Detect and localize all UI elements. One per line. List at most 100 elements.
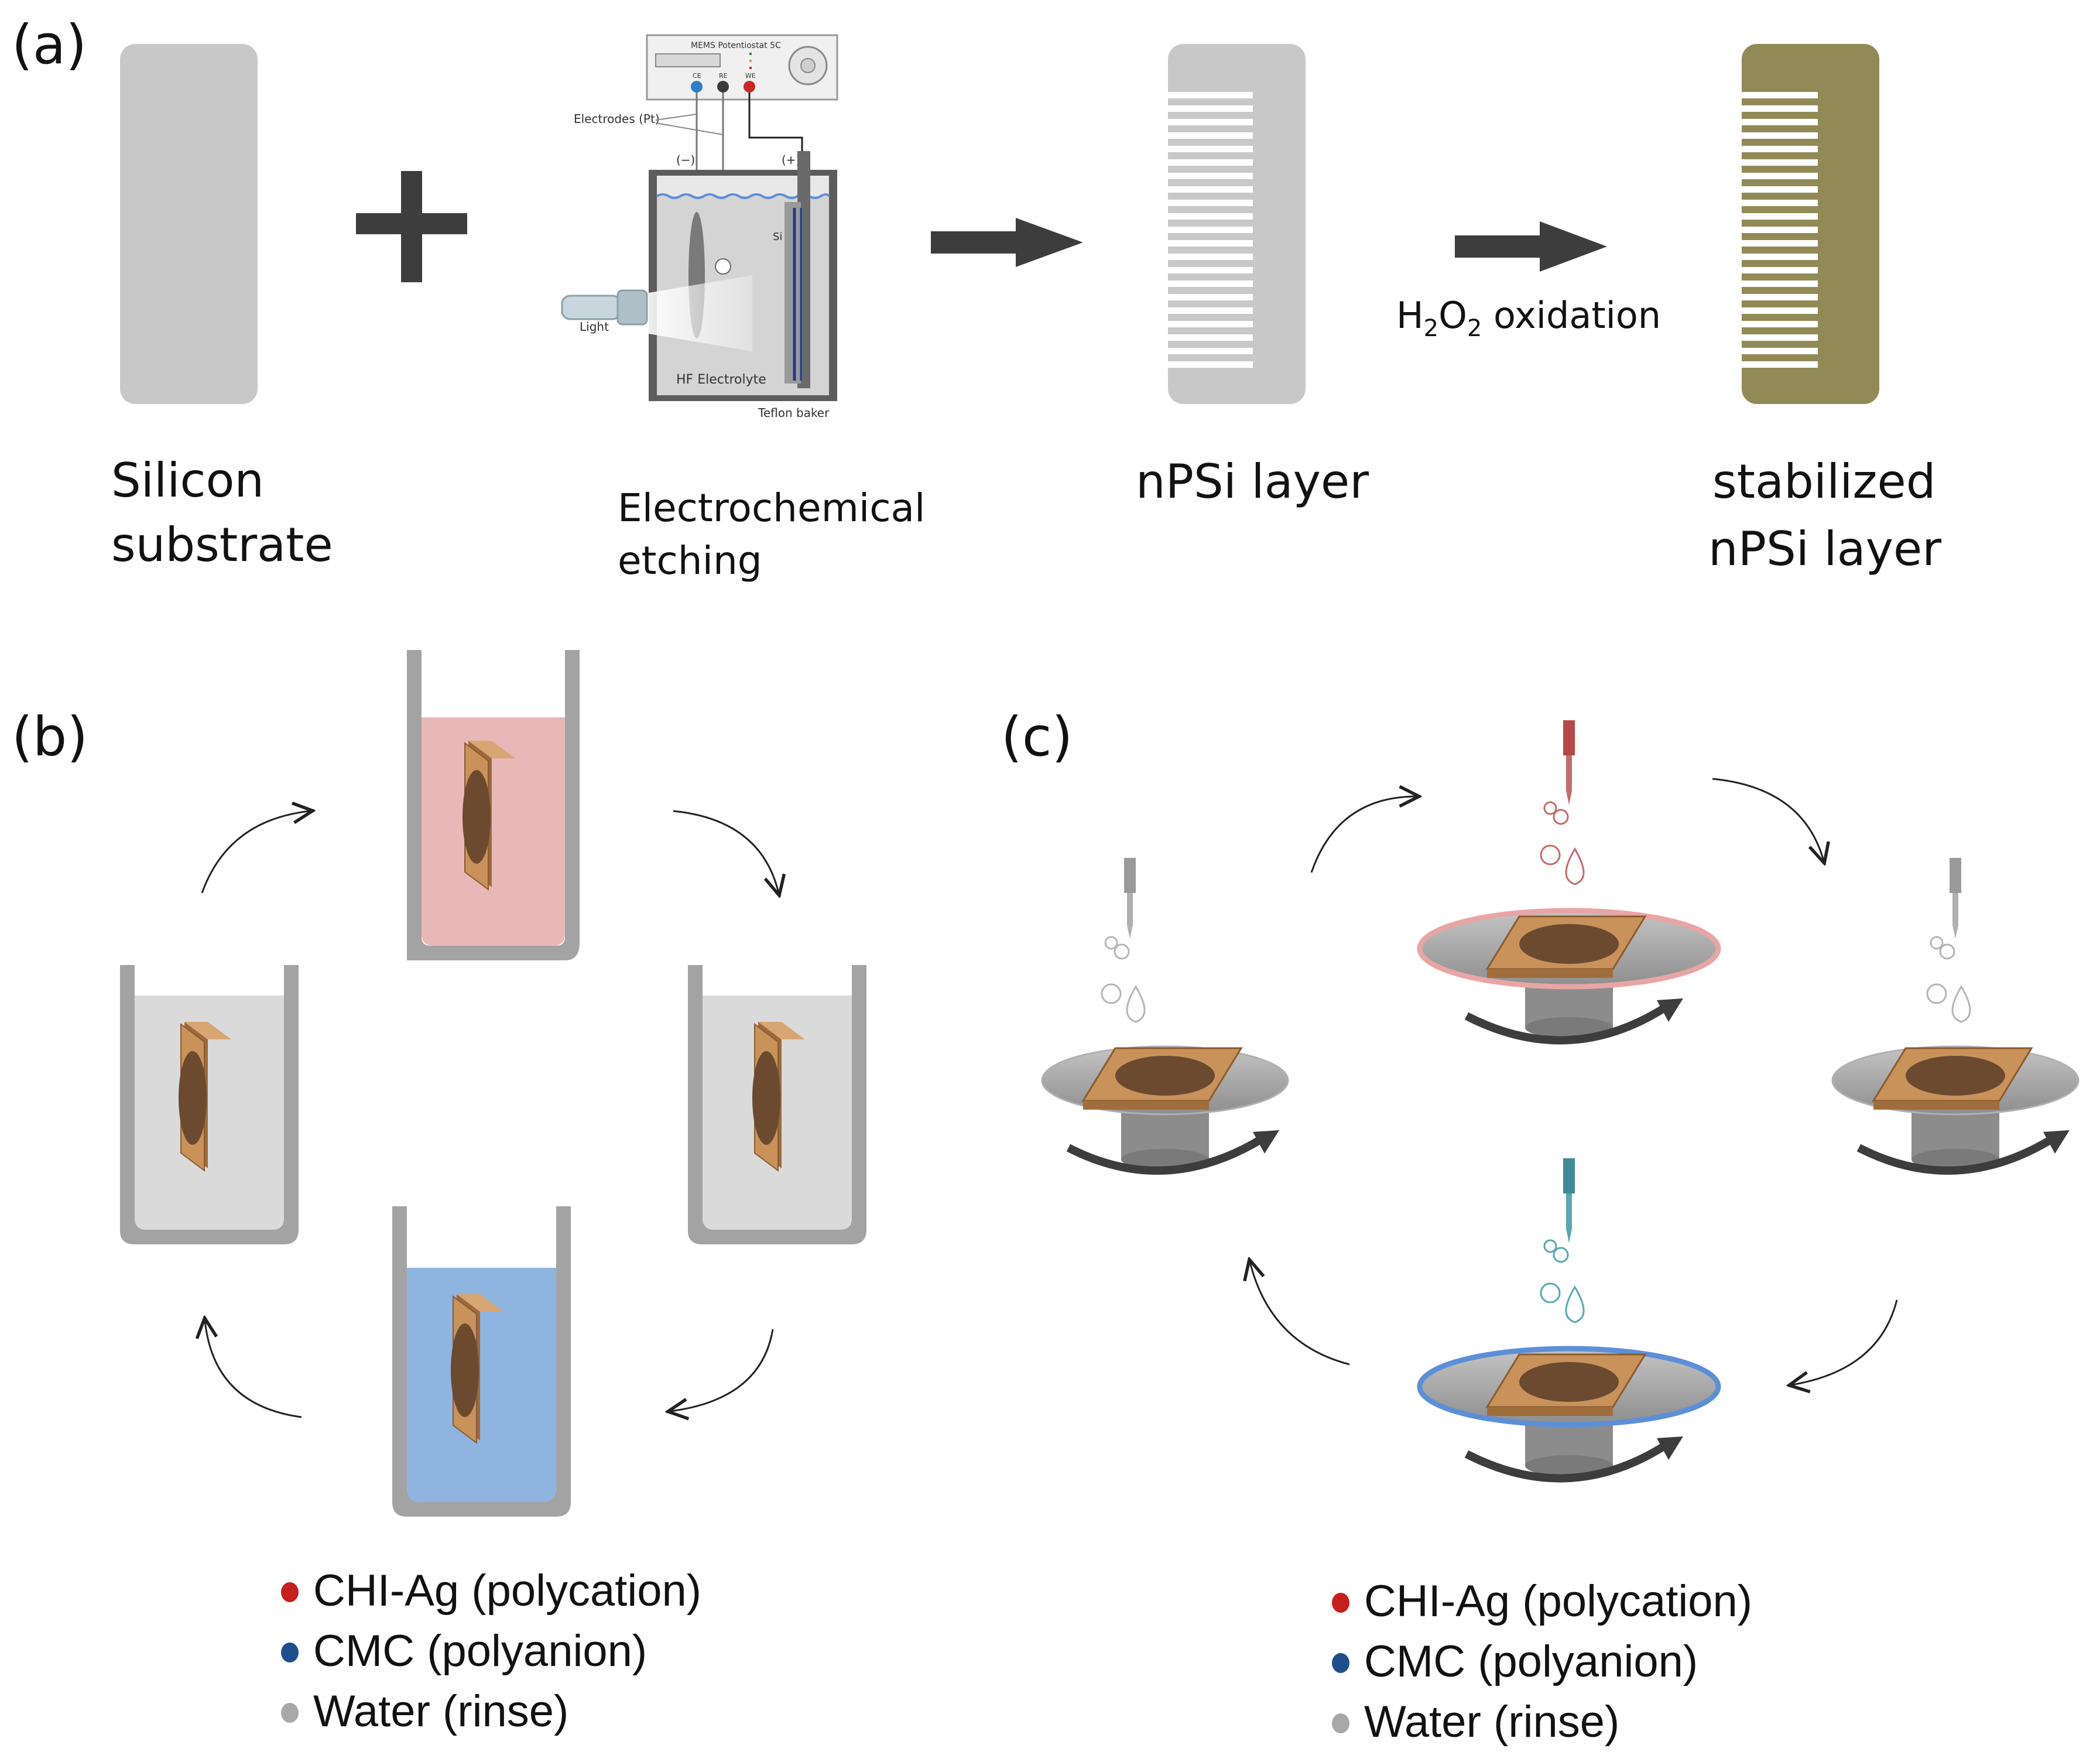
beaker-chi-ag	[407, 650, 580, 960]
cycle-arrow-b-3	[670, 1329, 774, 1411]
npsi-label: nPSi layer	[1136, 454, 1369, 509]
minus-label: (−)	[676, 153, 695, 167]
flashlight-icon	[561, 289, 648, 326]
pore-stripe	[1742, 334, 1818, 341]
beaker-water-right	[688, 965, 866, 1244]
pore-stripe	[1168, 119, 1253, 125]
legend-b: CHI-Ag (polycation) CMC (polyanion) Wate…	[281, 1566, 701, 1736]
pore-stripe	[1168, 307, 1253, 314]
legend-c-item-water: Water (rinse)	[1332, 1697, 1619, 1747]
pore-stripe	[1168, 132, 1253, 139]
stabilized-npsi-rect	[1742, 44, 1879, 404]
cycle-arrow-b-4	[205, 1320, 302, 1418]
pore-stripe	[1168, 334, 1253, 341]
cycle-arrow-c-1	[1310, 796, 1417, 873]
pore-stripe	[1742, 200, 1818, 206]
silicon-substrate-rect	[120, 44, 258, 404]
pore-stripe	[1742, 307, 1818, 314]
pore-stripe	[1742, 146, 1818, 152]
pore-stripe	[1168, 200, 1253, 206]
pore-stripe	[1168, 348, 1253, 354]
pore-stripe	[1168, 267, 1253, 273]
pore-stripe	[1168, 105, 1253, 112]
silicon-label-line1: Silicon	[111, 453, 264, 508]
legend-b-label-chi: CHI-Ag (polycation)	[313, 1566, 701, 1616]
pore-stripe	[1742, 240, 1818, 247]
port-ce-label: CE	[693, 72, 701, 80]
panel-label-c: (c)	[1001, 706, 1073, 768]
pore-stripe	[1168, 240, 1253, 247]
pore-stripe	[1742, 186, 1818, 193]
legend-c-label-chi: CHI-Ag (polycation)	[1364, 1576, 1752, 1626]
pore-stripe	[1168, 254, 1253, 260]
baker-label: Teflon baker	[758, 406, 830, 420]
port-re-dot	[717, 81, 729, 93]
silicon-label-line2: substrate	[111, 518, 333, 572]
port-we-dot	[744, 81, 755, 93]
cycle-arrow-b-2	[673, 810, 779, 893]
pore-stripe	[1168, 159, 1253, 166]
npsi-layer-rect	[1168, 44, 1306, 404]
electrolyte-label: HF Electrolyte	[676, 372, 766, 387]
etching-apparatus: MEMS Potentiostat 5C CE RE WE Electrodes…	[561, 34, 838, 420]
legend-c-label-cmc: CMC (polyanion)	[1364, 1637, 1698, 1686]
pore-stripe	[1168, 294, 1253, 300]
pore-stripe	[1168, 227, 1253, 233]
pore-stripe	[1742, 348, 1818, 354]
panel-label-a: (a)	[12, 13, 87, 76]
panel-label-b: (b)	[12, 706, 88, 768]
legend-c-label-water: Water (rinse)	[1364, 1697, 1619, 1747]
oxidation-label: H2O2 oxidation	[1396, 294, 1661, 342]
cycle-arrow-c-3	[1791, 1299, 1898, 1385]
port-ce-dot	[691, 81, 703, 93]
pore-stripe	[1742, 267, 1818, 273]
pore-stripe	[1742, 321, 1818, 327]
pore-stripe	[1742, 173, 1818, 179]
pore-stripe	[1168, 173, 1253, 179]
pore-stripe	[1168, 361, 1253, 368]
port-we-label: WE	[745, 72, 756, 80]
cycle-arrow-c-2	[1712, 778, 1824, 861]
pore-stripe	[1168, 321, 1253, 327]
legend-c-item-cmc: CMC (polyanion)	[1332, 1637, 1698, 1686]
port-re-label: RE	[719, 72, 728, 80]
beaker-cmc	[392, 1206, 571, 1517]
pore-stripe	[1742, 159, 1818, 166]
pore-stripe	[1742, 105, 1818, 112]
pore-stripe	[1742, 254, 1818, 260]
legend-b-item-water: Water (rinse)	[281, 1686, 568, 1736]
legend-b-label-cmc: CMC (polyanion)	[313, 1626, 647, 1676]
potentiostat-label: MEMS Potentiostat 5C	[691, 41, 781, 50]
spin-coater-chi-ag	[1417, 720, 1721, 1045]
plus-icon	[356, 171, 467, 282]
beaker-water-left	[120, 965, 299, 1244]
cycle-arrow-c-4	[1250, 1262, 1350, 1366]
spin-coater-water-right	[1831, 858, 2080, 1175]
spin-coater-cmc	[1417, 1158, 1721, 1483]
arrow-right-icon-2	[1455, 221, 1607, 272]
pore-stripe	[1168, 213, 1253, 220]
pore-stripe	[1742, 280, 1818, 287]
plus-label: (+)	[782, 153, 800, 167]
legend-b-item-chi: CHI-Ag (polycation)	[281, 1566, 701, 1616]
pore-stripe	[1742, 361, 1818, 368]
etching-label-line2: etching	[618, 538, 762, 583]
pore-stripe	[1742, 227, 1818, 233]
stabilized-label-line1: stabilized	[1712, 454, 1936, 509]
pore-stripe	[1742, 119, 1818, 125]
legend-b-item-cmc: CMC (polyanion)	[281, 1626, 647, 1676]
pore-stripe	[1168, 186, 1253, 193]
pore-stripe	[1742, 213, 1818, 220]
pore-stripe	[1168, 146, 1253, 152]
etching-label-line1: Electrochemical	[618, 485, 925, 531]
pore-stripe	[1168, 280, 1253, 287]
si-label: Si	[773, 231, 782, 243]
spin-coater-water-left	[1041, 858, 1289, 1175]
pore-stripe	[1742, 294, 1818, 300]
pore-stripe	[1742, 132, 1818, 139]
pore-stripe	[1742, 92, 1818, 98]
pore-stripe	[1168, 92, 1253, 98]
legend-c-item-chi: CHI-Ag (polycation)	[1332, 1576, 1752, 1626]
arrow-right-icon	[931, 218, 1083, 267]
